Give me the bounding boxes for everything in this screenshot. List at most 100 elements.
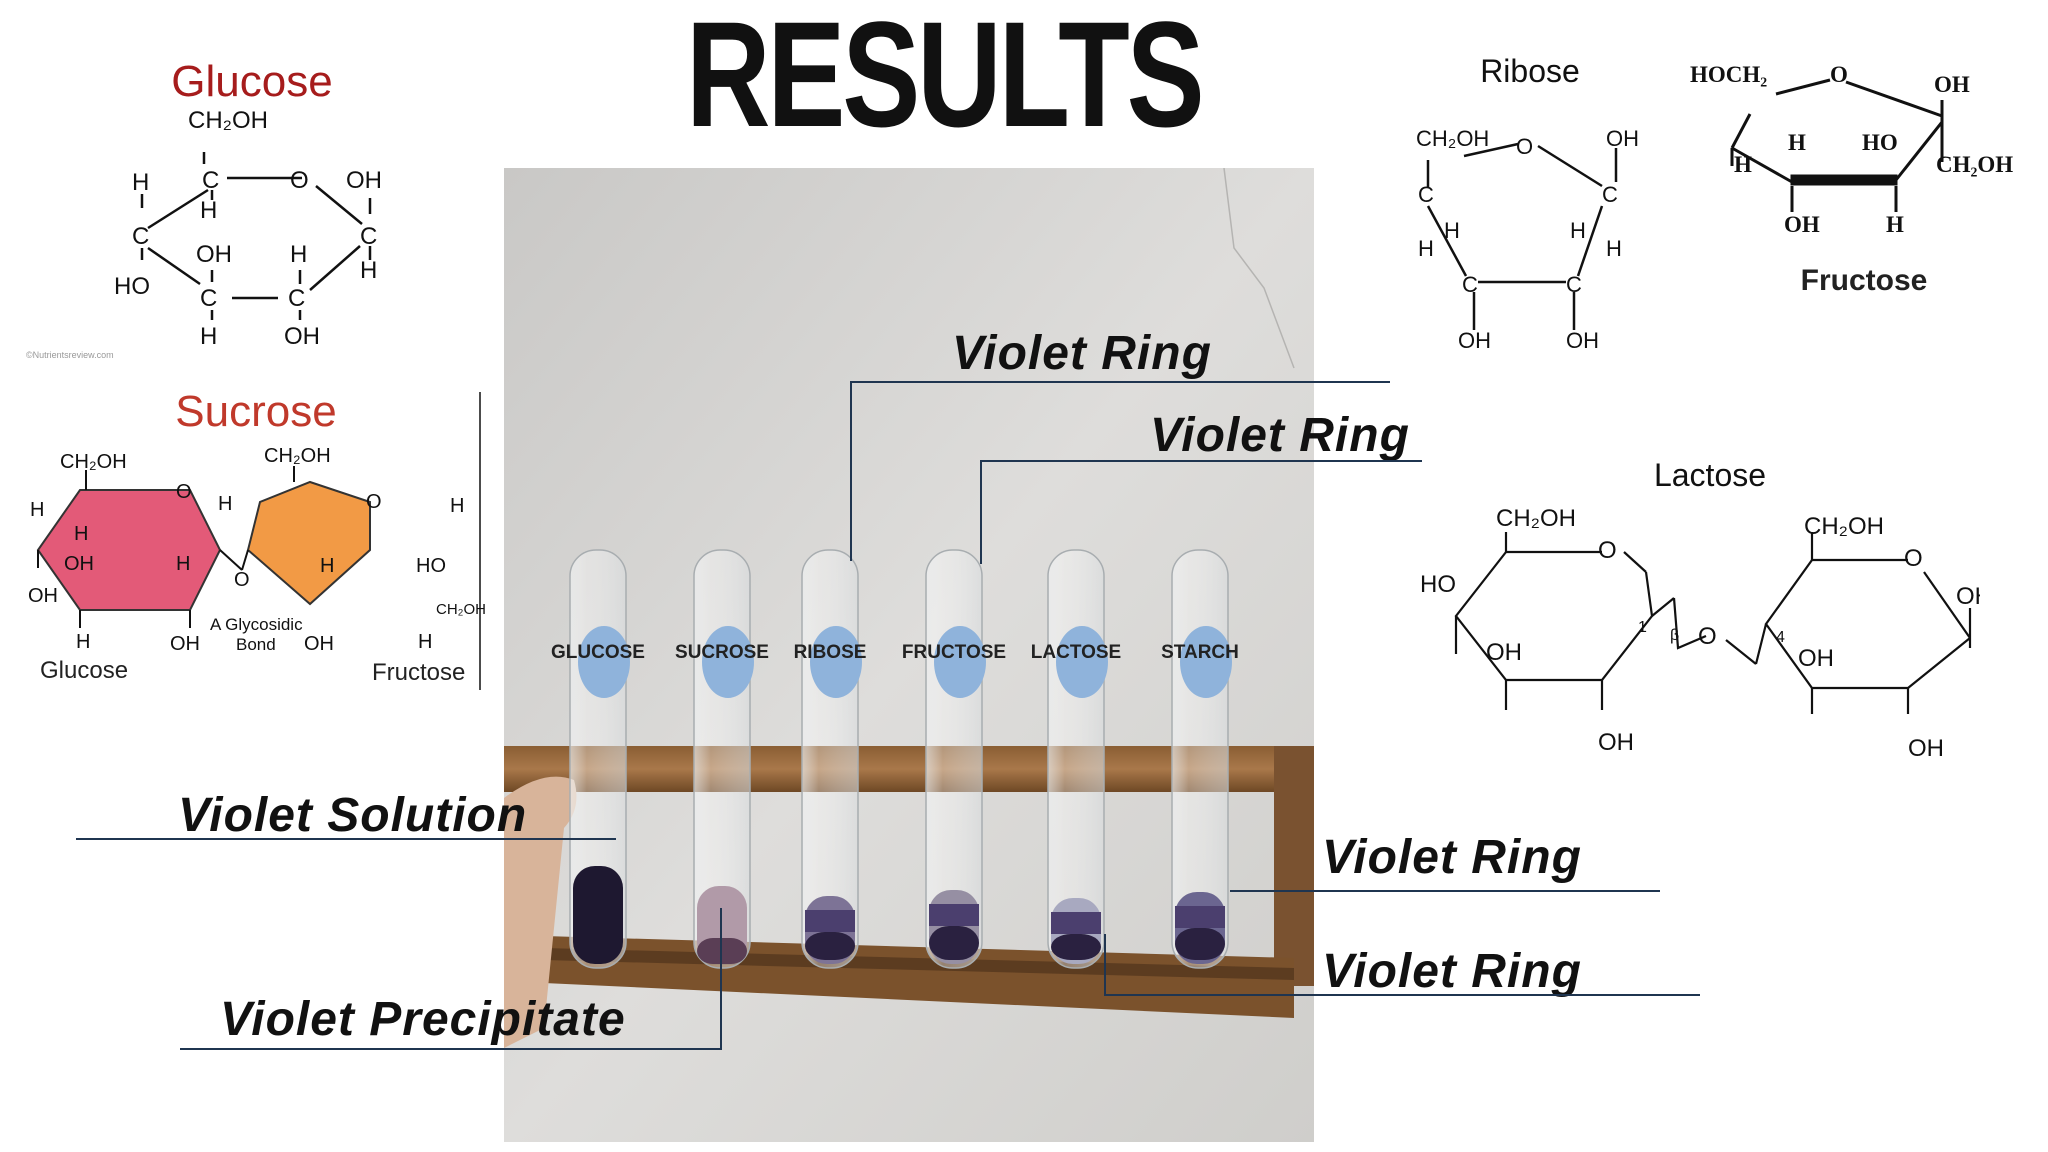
lactose-carbon-1: 1 <box>1638 619 1647 636</box>
ribose-callout-line-h <box>850 381 1390 383</box>
ribose-o: O <box>1516 134 1533 159</box>
sucrose-callout-line-v <box>720 908 722 1050</box>
ribose-result-label: Violet Ring <box>952 327 1212 380</box>
lactose-oh-right-in: OH <box>1798 645 1834 672</box>
lactose-oh-right: OH <box>1956 583 1980 610</box>
lactose-structure-diagram: Lactose CH₂OH O HO OH OH <box>1420 457 1992 762</box>
sucrose-result-label: Violet Precipitate <box>220 993 626 1046</box>
glucose-oh-bottom: OH <box>284 323 320 350</box>
tube-label-ribose: RIBOSE <box>793 642 867 663</box>
fructose-callout-line-h <box>980 460 1422 462</box>
fructose-heading: Fructose <box>1801 264 1928 297</box>
lactose-heading: Lactose <box>1654 457 1766 493</box>
glucose-c4: C <box>132 223 149 250</box>
tube-label-lactose: LACTOSE <box>1030 642 1122 663</box>
glucose-callout-line <box>76 838 616 840</box>
ribose-h-in-left: H <box>1444 218 1460 243</box>
fructose-oh-bottom: OH <box>1784 212 1820 237</box>
fructose-h-bottom: H <box>1886 212 1904 237</box>
ribose-h-left: H <box>1418 236 1434 261</box>
sucrose-oh-in: OH <box>64 553 94 575</box>
glucose-c1-right: C <box>360 223 377 250</box>
lactose-callout-line-v <box>1104 934 1106 994</box>
sucrose-h-far-right: H <box>450 495 464 517</box>
test-tube-rack-illustration <box>504 168 1314 1142</box>
tube-label-sucrose: SUCROSE <box>675 642 769 663</box>
fructose-structure-panel: HOCH₂ O OH H HO H CH₂OH OH H Fructose <box>1680 30 2048 330</box>
lactose-o-left: O <box>1598 537 1617 564</box>
glucose-ch2oh: CH₂OH <box>188 107 268 134</box>
violet-ring <box>929 904 979 926</box>
sucrose-fructose-ho: HO <box>416 555 446 577</box>
sucrose-heading: Sucrose <box>175 387 336 436</box>
glucose-structure-panel: Glucose CH₂OH C O OH H H C <box>20 48 480 366</box>
ribose-heading: Ribose <box>1480 53 1580 89</box>
starch-result-label: Violet Ring <box>1322 831 1582 884</box>
sucrose-h-left: H <box>30 499 44 521</box>
sucrose-callout-line-h <box>180 1048 722 1050</box>
glucose-c2: C <box>288 285 305 312</box>
lactose-result-label: Violet Ring <box>1322 945 1582 998</box>
sucrose-oh-bottom: OH <box>170 633 200 655</box>
tube-bottom-layer <box>1175 928 1225 960</box>
ribose-c1: C <box>1602 182 1618 207</box>
lactose-oh-left-bottom: OH <box>1598 729 1634 756</box>
lactose-oh-left-in: OH <box>1486 639 1522 666</box>
fructose-h-in: H <box>1788 130 1806 155</box>
sucrose-glucose-o: O <box>176 481 192 503</box>
glucose-h-bottom: H <box>200 323 217 350</box>
sucrose-fructose-label: Fructose <box>372 659 465 686</box>
ribose-c4: C <box>1418 182 1434 207</box>
sucrose-h-in: H <box>74 523 88 545</box>
lactose-structure-panel: Lactose CH₂OH O HO OH OH <box>1420 448 1992 778</box>
glucose-result-label: Violet Solution <box>178 789 528 842</box>
tube-tape <box>1056 626 1108 698</box>
glucose-h-c5: H <box>200 197 217 224</box>
fructose-o: O <box>1830 62 1848 87</box>
ribose-h-in-right: H <box>1570 218 1586 243</box>
test-tube-sucrose <box>693 549 754 969</box>
glucose-h-top-left: H <box>132 169 149 196</box>
glucose-c1: C <box>202 167 219 194</box>
glucose-credit: ©Nutrientsreview.com <box>26 350 114 360</box>
tube-bottom-layer <box>1051 934 1101 960</box>
fructose-oh-top: OH <box>1934 72 1970 97</box>
tube-tape <box>702 626 754 698</box>
test-tube-fructose <box>925 549 986 969</box>
violet-precipitate <box>697 938 747 964</box>
sucrose-bridge-o: O <box>234 569 250 591</box>
fructose-ch2oh: CH₂OH <box>1936 152 2013 177</box>
test-tubes <box>569 549 1232 969</box>
sucrose-oh-fructose: OH <box>304 633 334 655</box>
tube-bottom-layer <box>805 932 855 960</box>
sucrose-h-c1: H <box>218 493 232 515</box>
fructose-result-label: Violet Ring <box>1150 409 1410 462</box>
ribose-callout-line-v <box>850 381 852 561</box>
ribose-structure-panel: Ribose CH₂OH O OH C C H H H H C C OH OH <box>1370 30 1680 370</box>
lactose-o-right: O <box>1904 545 1923 572</box>
test-tube-lactose <box>1047 549 1108 969</box>
fructose-structure-diagram: HOCH₂ O OH H HO H CH₂OH OH H Fructose <box>1690 62 2013 297</box>
starch-callout-line <box>1230 890 1660 892</box>
tube-label-glucose: GLUCOSE <box>551 642 645 663</box>
lactose-ch2oh-left: CH₂OH <box>1496 505 1576 532</box>
test-tube-starch <box>1171 549 1232 969</box>
tube-tape <box>1180 626 1232 698</box>
lactose-carbon-4: 4 <box>1776 629 1785 646</box>
ribose-ch2oh: CH₂OH <box>1416 126 1489 151</box>
page-title: RESULTS <box>686 0 1205 158</box>
lactose-ho: HO <box>1420 571 1456 598</box>
lactose-bridge-o: O <box>1698 623 1717 650</box>
sucrose-fructose-h: H <box>320 555 334 577</box>
fructose-hoch2: HOCH₂ <box>1690 62 1767 87</box>
ribose-h-right: H <box>1606 236 1622 261</box>
lactose-callout-line <box>1104 994 1700 996</box>
violet-ring <box>1051 912 1101 934</box>
tube-label-fructose: FRUCTOSE <box>901 642 1007 663</box>
sucrose-h-fructose-bottom: H <box>418 631 432 653</box>
sucrose-fructose-o: O <box>366 491 382 513</box>
glucose-structure-diagram: Glucose CH₂OH C O OH H H C <box>26 57 382 360</box>
tube-bottom-layer <box>929 926 979 960</box>
test-tube-ribose <box>801 549 862 969</box>
sucrose-glucose-ch2oh: CH₂OH <box>60 451 127 473</box>
